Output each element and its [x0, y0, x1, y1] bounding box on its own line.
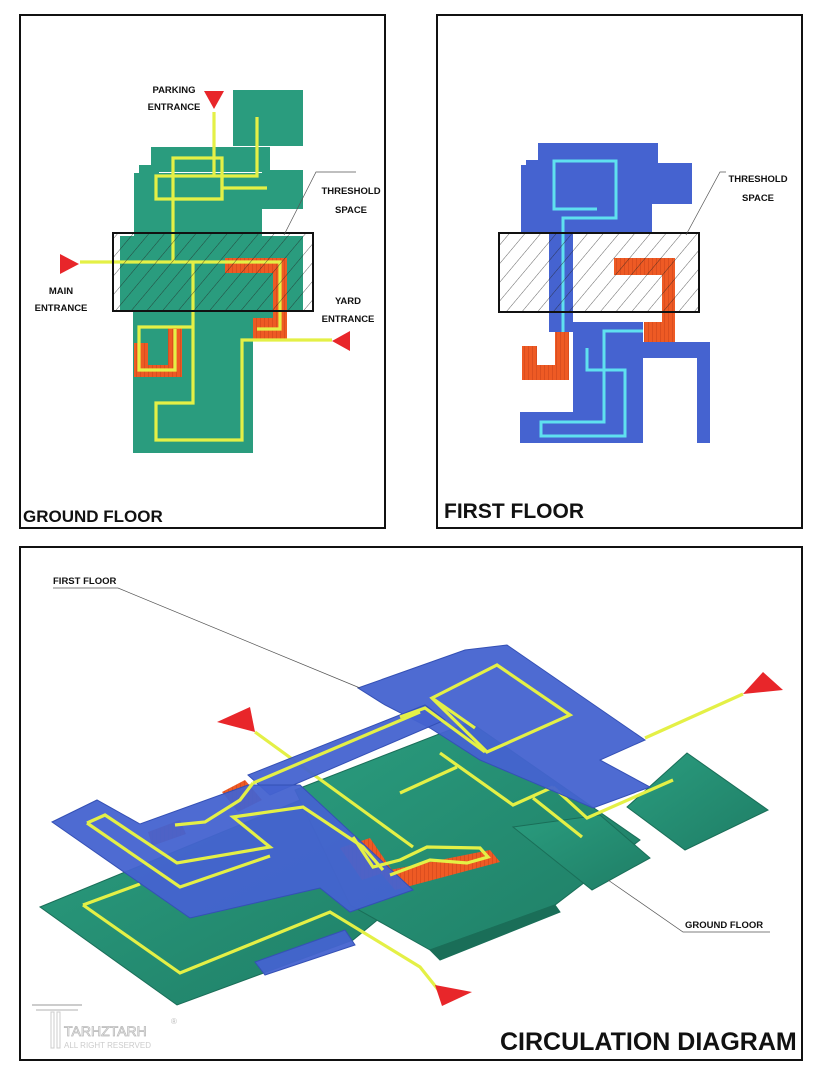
entrance-arrow-icon [217, 707, 255, 732]
threshold-space-label-2: SPACE [335, 205, 367, 216]
iso-ground-path [82, 692, 744, 993]
ground-floor-title: GROUND FLOOR [23, 507, 163, 526]
ground-floor-panel: PARKING ENTRANCE THRESHOLD SPACE MAIN EN… [19, 14, 386, 529]
threshold-space-zone [112, 232, 314, 312]
parking-entrance-label-2: ENTRANCE [148, 102, 201, 113]
entrance-markers [60, 91, 350, 351]
logo-name: TARHZTARH [64, 1023, 147, 1039]
tarhztarh-logo: TARHZTARH ALL RIGHT RESERVED ® [32, 1004, 177, 1050]
entrance-arrow-icon [435, 985, 472, 1006]
threshold-space-label: THRESHOLD [321, 186, 380, 197]
first-floor-leader-line [53, 587, 361, 689]
ground-floor-leader-line [607, 879, 770, 933]
logo-tagline: ALL RIGHT RESERVED [64, 1041, 151, 1050]
first-floor-callout: FIRST FLOOR [53, 576, 116, 587]
main-entrance-arrow-icon [60, 254, 79, 274]
circulation-diagram-panel: FIRST FLOOR GROUND FLOOR CIRCULATION DIA… [19, 546, 803, 1061]
logo-registered-mark: ® [171, 1017, 177, 1026]
yard-entrance-arrow-icon [332, 331, 350, 351]
threshold-space-label: THRESHOLD [728, 174, 787, 185]
threshold-leader-line [283, 171, 356, 236]
parking-entrance-arrow-icon [204, 91, 224, 109]
circulation-diagram-title: CIRCULATION DIAGRAM [500, 1028, 797, 1056]
first-floor-circulation-path [539, 159, 643, 438]
yard-entrance-label-2: ENTRANCE [322, 314, 375, 325]
main-entrance-label: MAIN [49, 286, 73, 297]
first-floor-panel: THRESHOLD SPACE FIRST FLOOR [436, 14, 803, 529]
threshold-leader-line [685, 171, 726, 236]
iso-first-path [86, 663, 574, 889]
yard-entrance-label: YARD [335, 296, 361, 307]
parking-entrance-label: PARKING [152, 85, 195, 96]
threshold-space-label-2: SPACE [742, 193, 774, 204]
first-floor-title: FIRST FLOOR [444, 500, 584, 523]
threshold-space-zone [498, 232, 700, 313]
entrance-arrow-icon [743, 672, 783, 694]
ground-floor-callout: GROUND FLOOR [685, 920, 763, 931]
main-entrance-label-2: ENTRANCE [35, 303, 88, 314]
iso-entrance-markers [217, 672, 783, 1006]
